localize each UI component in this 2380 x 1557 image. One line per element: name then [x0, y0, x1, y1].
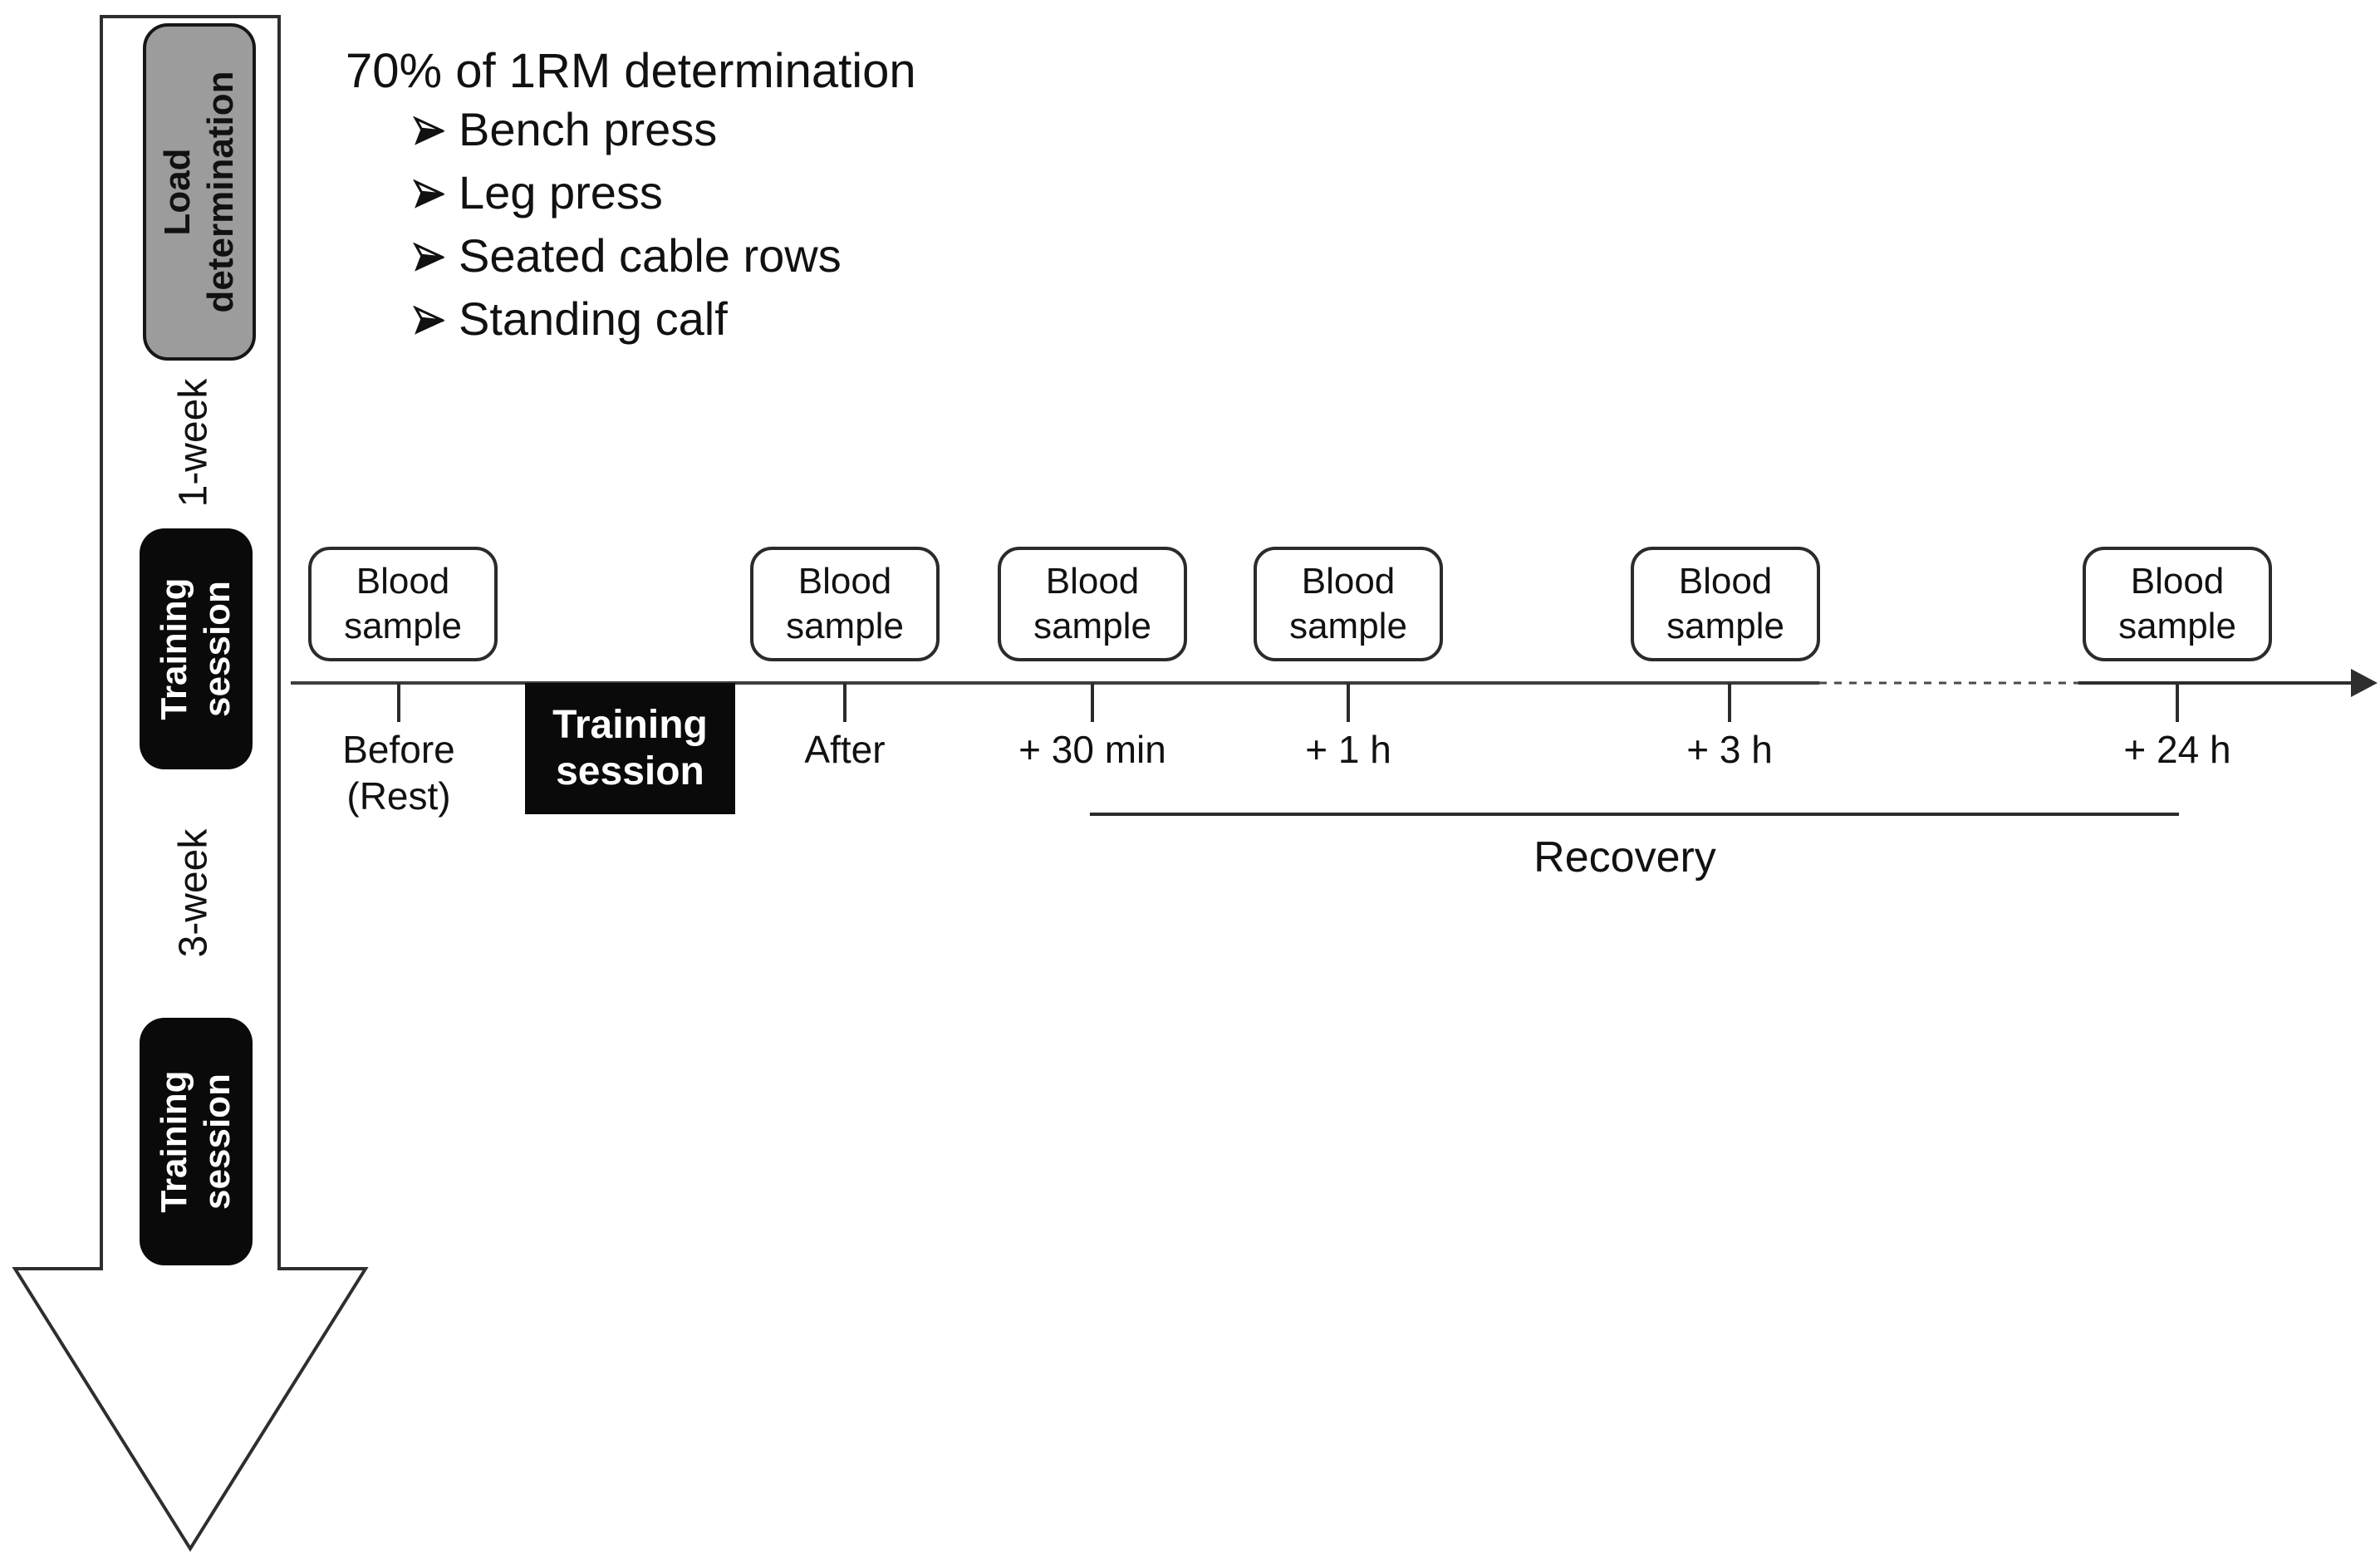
timepoint-label-24h: + 24 h: [2123, 728, 2231, 771]
blood-sample-box: Blood sample: [750, 547, 940, 661]
study-period-arrow-shape: [12, 15, 369, 1552]
training-session-1-label: Training session: [154, 577, 238, 720]
timepoint-label-3h: + 3 h: [1686, 728, 1773, 771]
timepoint-label-30min: + 30 min: [1018, 728, 1166, 771]
interval-3-week-label: 3-week: [171, 828, 216, 958]
timepoint-label-1h: + 1 h: [1305, 728, 1391, 771]
arrow-bullet-icon: [413, 179, 446, 209]
arrow-bullet-icon: [413, 243, 446, 272]
blood-sample-box: Blood sample: [1631, 547, 1820, 661]
training-session-box-2: Training session: [140, 1018, 253, 1265]
arrow-bullet-icon: [413, 306, 446, 335]
load-determination-box: Load determination: [143, 23, 256, 361]
recovery-label: Recovery: [1534, 833, 1716, 882]
load-determination-label: Load determination: [157, 71, 241, 313]
blood-sample-box: Blood sample: [2083, 547, 2272, 661]
timeline-arrowhead-icon: [2351, 669, 2378, 697]
timepoint-label-after: After: [804, 728, 886, 771]
arrow-bullet-icon: [413, 116, 446, 145]
exercise-label: Standing calf: [459, 292, 728, 345]
blood-sample-box: Blood sample: [1254, 547, 1443, 661]
exercise-list-item: Standing calf: [412, 294, 728, 344]
training-session-box-1: Training session: [140, 528, 253, 769]
exercise-list-item: Bench press: [412, 105, 717, 155]
timepoint-label-before: Before (Rest): [342, 728, 455, 818]
exercise-label: Seated cable rows: [459, 229, 842, 282]
blood-sample-box: Blood sample: [998, 547, 1187, 661]
timeline-axis: [291, 669, 2378, 722]
exercise-list-item: Leg press: [412, 168, 663, 218]
training-session-2-label: Training session: [154, 1070, 238, 1213]
exercise-label: Leg press: [459, 166, 663, 219]
timeline-training-session-box: Training session: [525, 683, 735, 814]
exercise-label: Bench press: [459, 103, 718, 155]
exercise-list-item: Seated cable rows: [412, 231, 842, 281]
blood-sample-box: Blood sample: [308, 547, 498, 661]
figure-title: 70% of 1RM determination: [346, 44, 916, 98]
interval-1-week-label: 1-week: [171, 378, 216, 508]
